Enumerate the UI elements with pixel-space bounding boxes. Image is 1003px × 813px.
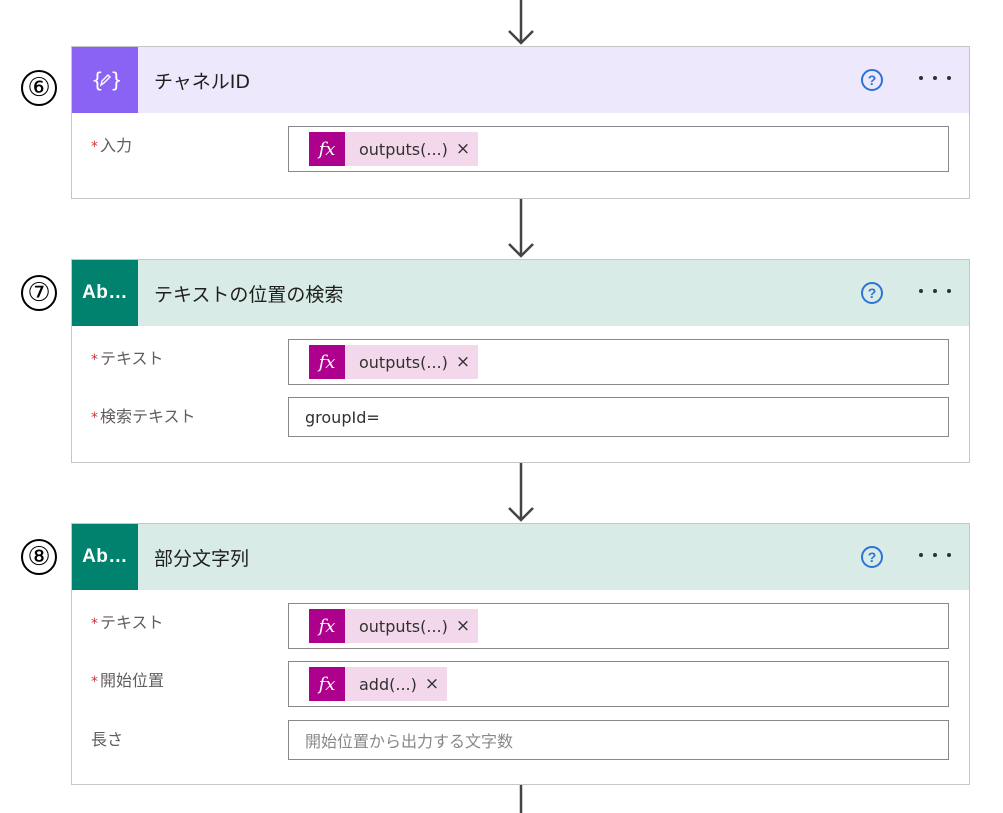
input-field[interactable]: fx outputs(...) × — [288, 603, 949, 649]
help-icon[interactable]: ? — [861, 546, 883, 568]
token-label: outputs(...) — [359, 139, 448, 159]
field-input: *入力 fx outputs(...) × — [72, 126, 969, 172]
field-label: テキスト — [100, 613, 164, 632]
input-field[interactable]: 開始位置から出力する文字数 — [288, 720, 949, 760]
action-card-substring: Ab… 部分文字列 ? *テキスト fx outputs(...) × *開始位… — [71, 523, 970, 785]
more-options-icon[interactable] — [919, 553, 951, 561]
card-title: 部分文字列 — [154, 547, 250, 570]
help-icon[interactable]: ? — [861, 69, 883, 91]
connector-line-bottom — [508, 785, 534, 813]
field-start-position: *開始位置 fx add(...) × — [72, 661, 969, 707]
close-icon[interactable]: × — [455, 139, 471, 159]
field-text: *テキスト fx outputs(...) × — [72, 339, 969, 385]
close-icon[interactable]: × — [424, 674, 440, 694]
field-label: テキスト — [100, 349, 164, 368]
input-field[interactable]: fx add(...) × — [288, 661, 949, 707]
connector-arrow-6-7 — [508, 199, 534, 259]
close-icon[interactable]: × — [455, 616, 471, 636]
svg-text:{: { — [91, 68, 104, 92]
required-mark: * — [91, 410, 98, 426]
input-field[interactable]: fx outputs(...) × — [288, 126, 949, 172]
connector-arrow-7-8 — [508, 463, 534, 523]
help-icon[interactable]: ? — [861, 282, 883, 304]
required-mark: * — [91, 139, 98, 155]
required-mark: * — [91, 616, 98, 632]
variable-icon: { } — [72, 47, 138, 113]
card-title: チャネルID — [154, 70, 251, 93]
fx-icon: fx — [309, 132, 345, 166]
field-text: *テキスト fx outputs(...) × — [72, 603, 969, 649]
required-mark: * — [91, 352, 98, 368]
action-card-find-text-position: Ab… テキストの位置の検索 ? *テキスト fx outputs(...) ×… — [71, 259, 970, 463]
fx-icon: fx — [309, 345, 345, 379]
token-label: outputs(...) — [359, 352, 448, 372]
svg-text:}: } — [110, 68, 120, 92]
action-card-channel-id: { } チャネルID ? *入力 fx outputs(...) × — [71, 46, 970, 199]
field-label: 検索テキスト — [100, 407, 196, 426]
text-function-icon: Ab… — [72, 524, 138, 590]
required-mark: * — [91, 674, 98, 690]
card-header[interactable]: Ab… 部分文字列 ? — [72, 524, 969, 590]
step-number-6: ⑥ — [21, 70, 57, 106]
more-options-icon[interactable] — [919, 289, 951, 297]
field-label: 開始位置 — [100, 671, 165, 690]
step-number-8: ⑧ — [21, 539, 57, 575]
expression-token[interactable]: fx outputs(...) × — [309, 609, 479, 643]
more-options-icon[interactable] — [919, 76, 951, 84]
fx-icon: fx — [309, 609, 345, 643]
field-search-text: *検索テキスト groupId= — [72, 397, 969, 443]
input-field[interactable]: groupId= — [288, 397, 949, 437]
fx-icon: fx — [309, 667, 345, 701]
token-label: add(...) — [359, 674, 417, 694]
close-icon[interactable]: × — [455, 352, 471, 372]
expression-token[interactable]: fx add(...) × — [309, 667, 448, 701]
card-header[interactable]: { } チャネルID ? — [72, 47, 969, 113]
field-length: 長さ 開始位置から出力する文字数 — [72, 720, 969, 766]
field-label: 長さ — [91, 730, 124, 749]
connector-arrow-top — [508, 0, 534, 46]
card-title: テキストの位置の検索 — [154, 283, 344, 306]
input-value: groupId= — [305, 407, 380, 427]
field-label: 入力 — [100, 136, 133, 155]
expression-token[interactable]: fx outputs(...) × — [309, 345, 479, 379]
card-header[interactable]: Ab… テキストの位置の検索 ? — [72, 260, 969, 326]
token-label: outputs(...) — [359, 616, 448, 636]
input-placeholder: 開始位置から出力する文字数 — [305, 732, 514, 751]
expression-token[interactable]: fx outputs(...) × — [309, 132, 479, 166]
input-field[interactable]: fx outputs(...) × — [288, 339, 949, 385]
text-function-icon: Ab… — [72, 260, 138, 326]
step-number-7: ⑦ — [21, 275, 57, 311]
